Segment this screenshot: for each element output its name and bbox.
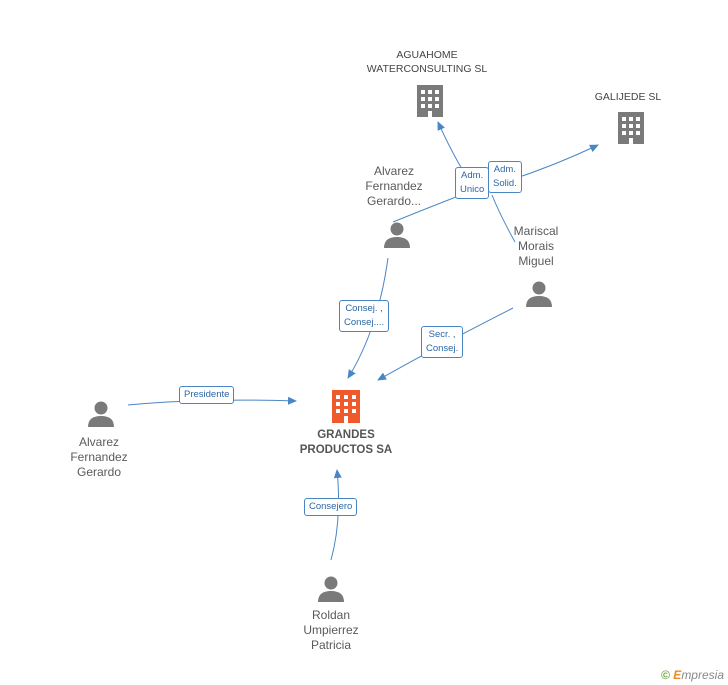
mariscal-line2: Morais (517, 239, 554, 253)
alvarez-top-line2: Fernandez (365, 179, 423, 193)
edge-mariscal-to-aguahome (491, 194, 516, 243)
aguahome-label-line2: WATERCONSULTING SL (366, 63, 488, 75)
mariscal-line3: Miguel (518, 254, 554, 268)
roldan-label[interactable]: Roldan Umpierrez Patricia (289, 608, 373, 653)
consej-top-line2: Consej.... (344, 317, 385, 328)
grandes-line1: GRANDES (317, 429, 375, 441)
edge-badge-adm-unico[interactable]: Adm. Unico (455, 167, 490, 199)
grandes-building-icon (332, 390, 360, 423)
alvarez-top-line1: Alvarez (373, 164, 414, 178)
edge-badge-presidente[interactable]: Presidente (179, 386, 235, 404)
edge-badge-adm-solid[interactable]: Adm. Solid. (488, 161, 522, 193)
alvarez-top-label[interactable]: Alvarez Fernandez Gerardo... (354, 164, 434, 209)
edge-badge-consejero[interactable]: Consejero (304, 498, 358, 516)
mariscal-label[interactable]: Mariscal Morais Miguel (496, 224, 576, 269)
edge-badge-secr-consej[interactable]: Secr. , Consej. (421, 326, 464, 358)
aguahome-label-line1: AGUAHOME (396, 49, 458, 61)
adm-unico-line2: Unico (460, 184, 485, 195)
mariscal-line1: Mariscal (513, 224, 559, 238)
brand-letter-e: E (673, 668, 682, 682)
roldan-line3: Patricia (310, 638, 351, 652)
consejero-line1: Consejero (309, 501, 353, 512)
alvarez-left-line2: Fernandez (70, 450, 128, 464)
secr-consej-line2: Consej. (426, 343, 459, 354)
alvarez-left-person-icon (88, 401, 114, 427)
adm-solid-line1: Adm. (493, 164, 516, 175)
adm-solid-line2: Solid. (493, 178, 517, 189)
alvarez-left-label[interactable]: Alvarez Fernandez Gerardo (59, 435, 139, 480)
roldan-person-icon (318, 576, 344, 602)
aguahome-label[interactable]: AGUAHOME WATERCONSULTING SL (362, 48, 492, 76)
mariscal-person-icon (526, 281, 552, 307)
alvarez-top-line3: Gerardo... (366, 194, 422, 208)
roldan-line2: Umpierrez (303, 623, 359, 637)
grandes-label[interactable]: GRANDES PRODUCTOS SA (282, 428, 410, 458)
brand-text: mpresia (681, 668, 724, 682)
presidente-line1: Presidente (184, 389, 230, 400)
copyright-icon: © (661, 668, 670, 682)
consej-top-line1: Consej. , (345, 303, 383, 314)
adm-unico-line1: Adm. (461, 170, 484, 181)
grandes-line2: PRODUCTOS SA (299, 444, 393, 456)
secr-consej-line1: Secr. , (428, 329, 456, 340)
alvarez-left-line1: Alvarez (78, 435, 119, 449)
alvarez-left-line3: Gerardo (76, 465, 122, 479)
galijede-building-icon (618, 112, 644, 144)
edge-badge-consej-top[interactable]: Consej. , Consej.... (339, 300, 390, 332)
roldan-line1: Roldan (311, 608, 351, 622)
empresia-brand[interactable]: © Empresia (661, 668, 724, 682)
galijede-label-line1: GALIJEDE SL (594, 91, 662, 103)
edge-roldan-to-grandes (330, 469, 342, 561)
aguahome-building-icon (417, 85, 443, 117)
alvarez-top-person-icon (384, 222, 410, 248)
galijede-label[interactable]: GALIJEDE SL (578, 90, 678, 104)
